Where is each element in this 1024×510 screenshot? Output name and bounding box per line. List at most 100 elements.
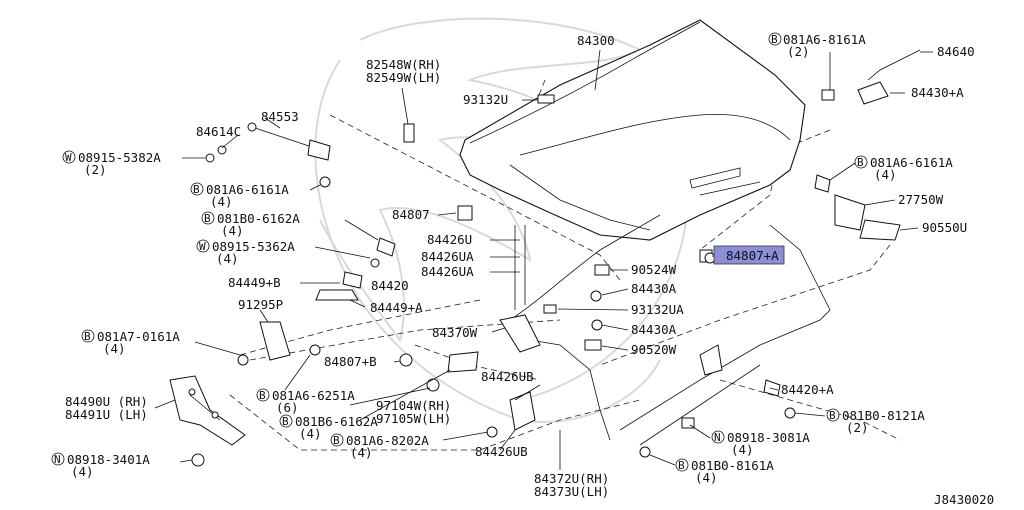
label-081B6-6162A-qty: (4) [299,426,322,441]
label-84807A: 84807+A [726,248,779,263]
svg-text:N: N [714,431,721,444]
label-84426U: 84426U [427,232,472,247]
label-84300: 84300 [577,33,615,48]
label-84430A-top: 84430+A [911,85,964,100]
circle-prefix-n: N [51,452,65,466]
circle-prefix-b: B [279,414,293,428]
label-84426UB-1: 84426UB [481,369,534,384]
label-84372U: 84372U(RH) [534,471,609,486]
label-08915-5382A-qty: (2) [84,162,107,177]
label-84373U: 84373U(LH) [534,484,609,499]
label-081B0-8161A-qty: (4) [695,470,718,485]
release-cable[interactable] [499,214,831,446]
label-081A6-6251A-qty: (6) [276,400,299,415]
label-081B6-6162A: 081B6-6162A [295,414,378,429]
label-84807B: 84807+B [324,354,377,369]
svg-text:B: B [84,330,91,343]
hood-stay-rod[interactable] [205,122,331,188]
circle-prefix-b: B [330,433,344,447]
label-08918-3401A-qty: (4) [71,464,94,479]
svg-text:B: B [259,389,266,402]
label-84491U: 84491U (LH) [65,407,148,422]
label-84420A: 84420+A [781,382,834,397]
label-84430A-1: 84430A [631,281,677,296]
label-84426UA-2: 84426UA [421,264,474,279]
label-84614C: 84614C [196,124,241,139]
label-081B0-8161A: 081B0-8161A [691,458,774,473]
label-84553: 84553 [261,109,299,124]
label-081B0-6162A-qty: (4) [221,223,244,238]
label-84430A-2: 84430A [631,322,677,337]
svg-text:B: B [678,459,685,472]
fasteners[interactable] [191,49,921,467]
label-90550U: 90550U [922,220,967,235]
label-97104W: 97104W(RH) [376,398,451,413]
circle-prefix-w: W [62,150,76,164]
label-82549W: 82549W(LH) [366,70,441,85]
label-27750W: 27750W [898,192,944,207]
svg-text:W: W [65,151,72,164]
highlight-84807A [713,245,785,265]
label-081A6-8202A: 081A6-8202A [346,433,429,448]
svg-text:B: B [282,415,289,428]
label-08915-5362A-qty: (4) [216,251,239,266]
label-91295P: 91295P [238,297,283,312]
circle-prefix-b: B [675,458,689,472]
hood-hinge[interactable] [169,375,246,446]
label-081B0-8121A: 081B0-8121A [842,408,925,423]
label-081A6-8202A-qty: (4) [350,445,373,460]
label-90524W: 90524W [631,262,677,277]
circle-prefix-b: B [826,408,840,422]
label-081B0-8121A-qty: (2) [846,420,869,435]
circle-prefix-b: B [256,388,270,402]
label-93132UA: 93132UA [631,302,684,317]
svg-text:W: W [199,240,206,253]
label-82548W: 82548W(RH) [366,57,441,72]
label-84426UA-1: 84426UA [421,249,474,264]
diagram-id: J8430020 [934,492,994,507]
label-84426UB-2: 84426UB [475,444,528,459]
label-84370W: 84370W [432,325,478,340]
label-97105W: 97105W(LH) [376,411,451,426]
circle-prefix-b: B [201,211,215,225]
label-84490U: 84490U (RH) [65,394,148,409]
label-08918-3081A-qty: (4) [731,442,754,457]
svg-text:B: B [204,212,211,225]
label-081A6-6161A-right: 081A6-6161A [870,155,953,170]
label-081A7-0161A-qty: (4) [103,341,126,356]
label-08915-5362A: 08915-5362A [212,239,295,254]
label-90520W: 90520W [631,342,677,357]
label-081A6-6161A-left: 081A6-6161A [206,182,289,197]
hood-panel[interactable] [459,19,806,241]
label-081A6-6251A: 081A6-6251A [272,388,355,403]
label-93132U: 93132U [463,92,508,107]
circle-prefix-b: B [81,329,95,343]
svg-text:B: B [771,33,778,46]
label-84449A: 84449+A [370,300,423,315]
label-081A6-8161A-qty: (2) [787,44,810,59]
svg-text:B: B [193,183,200,196]
label-081A6-6161A-right-qty: (4) [874,167,897,182]
circle-prefix-b: B [854,155,868,169]
leader-lines [154,49,933,470]
label-081A6-8161A: 081A6-8161A [783,32,866,47]
label-84420: 84420 [371,278,409,293]
svg-text:N: N [54,453,61,466]
circle-prefix-b: B [768,32,782,46]
label-08918-3081A: 08918-3081A [727,430,810,445]
label-081A7-0161A: 081A7-0161A [97,329,180,344]
label-081A6-6161A-left-qty: (4) [210,194,233,209]
circle-prefix-n: N [711,430,725,444]
label-08918-3401A: 08918-3401A [67,452,150,467]
circle-prefix-w: W [196,239,210,253]
label-84449B: 84449+B [228,275,281,290]
svg-text:B: B [333,434,340,447]
label-08915-5382A: 08915-5382A [78,150,161,165]
label-081B0-6162A: 081B0-6162A [217,211,300,226]
svg-text:B: B [829,409,836,422]
label-84640: 84640 [937,44,975,59]
circle-prefix-b: B [190,182,204,196]
svg-text:B: B [857,156,864,169]
